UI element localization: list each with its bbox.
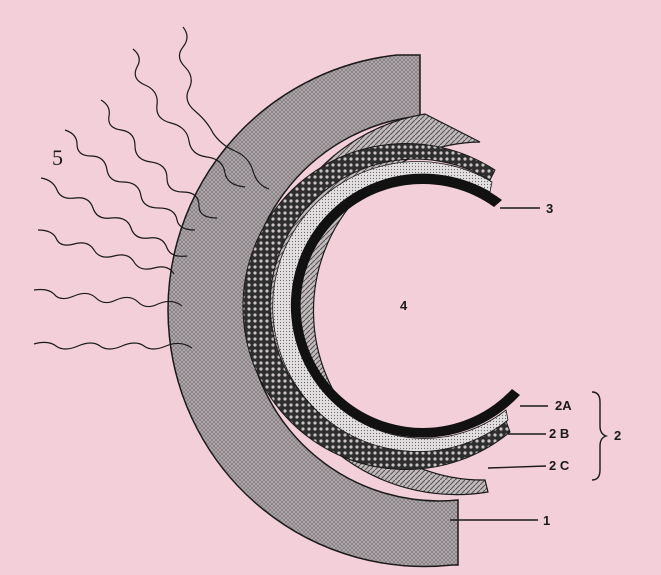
label-2c: 2 C (549, 458, 570, 473)
leader-lines (450, 208, 606, 520)
label-2b: 2 B (549, 426, 569, 441)
label-2: 2 (614, 428, 621, 443)
label-4: 4 (400, 298, 408, 313)
label-3: 3 (546, 201, 553, 216)
label-2a: 2A (555, 398, 572, 413)
label-5: 5 (52, 145, 63, 170)
label-1: 1 (543, 513, 550, 528)
